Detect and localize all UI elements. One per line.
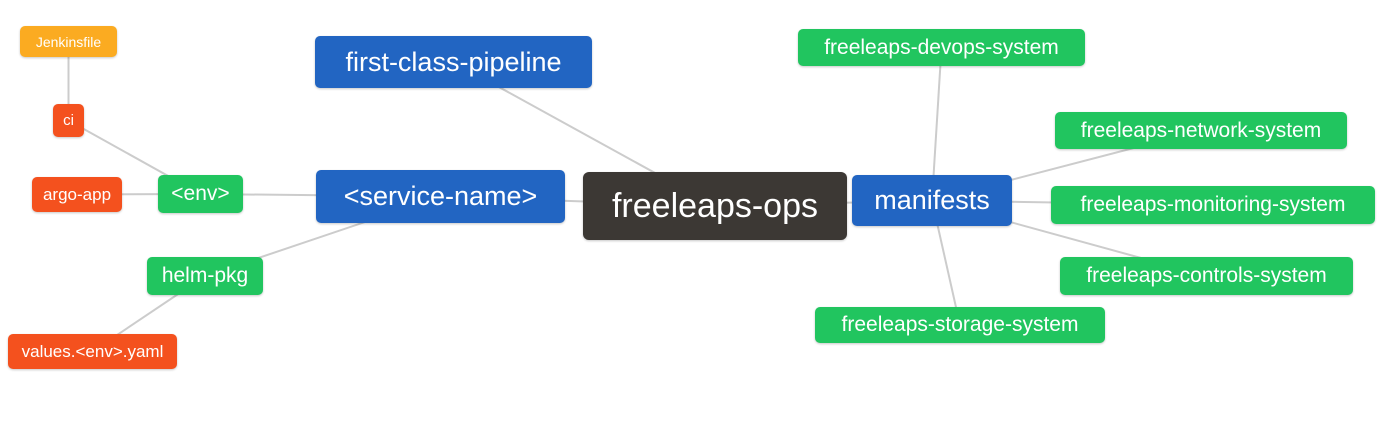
node-freeleaps-monitoring-system[interactable]: freeleaps-monitoring-system — [1051, 186, 1375, 224]
node-freeleaps-storage-system[interactable]: freeleaps-storage-system — [815, 307, 1105, 343]
node-helm-pkg[interactable]: helm-pkg — [147, 257, 263, 295]
node-first-class-pipeline[interactable]: first-class-pipeline — [315, 36, 592, 88]
node-ci[interactable]: ci — [53, 104, 84, 137]
node-manifests[interactable]: manifests — [852, 175, 1012, 226]
node-values-env-yaml[interactable]: values.<env>.yaml — [8, 334, 177, 369]
node-argo-app[interactable]: argo-app — [32, 177, 122, 212]
node-freeleaps-devops-system[interactable]: freeleaps-devops-system — [798, 29, 1085, 66]
node-freeleaps-controls-system[interactable]: freeleaps-controls-system — [1060, 257, 1353, 295]
node-jenkinsfile[interactable]: Jenkinsfile — [20, 26, 117, 57]
node-service-name[interactable]: <service-name> — [316, 170, 565, 223]
node-freeleaps-network-system[interactable]: freeleaps-network-system — [1055, 112, 1347, 149]
node-env[interactable]: <env> — [158, 175, 243, 213]
node-freeleaps-ops[interactable]: freeleaps-ops — [583, 172, 847, 240]
